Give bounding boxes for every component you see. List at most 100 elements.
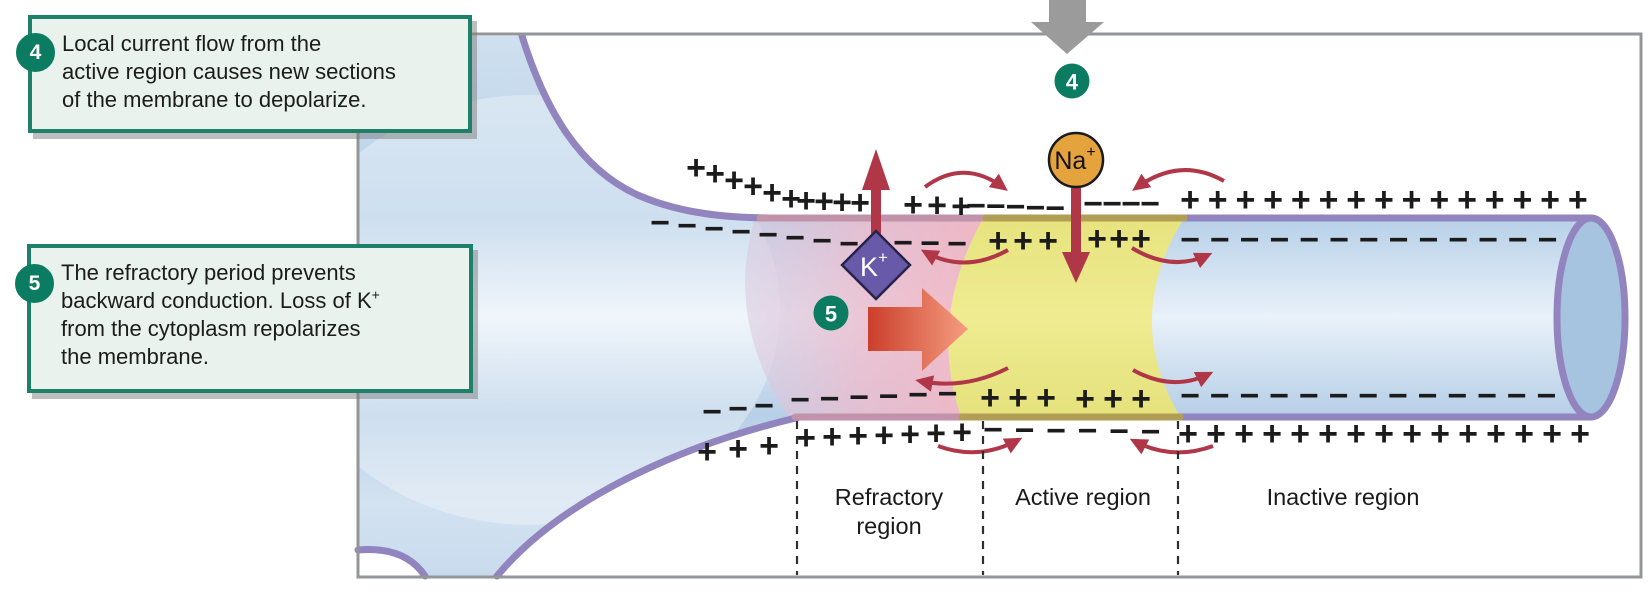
step-number-badges: 45: [813, 63, 1090, 331]
charge-sign-top-inner: −: [704, 210, 724, 248]
charge-sign-top-outer: +: [927, 187, 947, 225]
charge-sign-top-inner: −: [1478, 221, 1498, 259]
charge-sign-top-outer: +: [762, 174, 782, 212]
charge-sign-bottom-inner: +: [980, 379, 1000, 417]
active-region-label: Active region: [1015, 484, 1151, 510]
charge-sign-top-inner: +: [1087, 220, 1107, 258]
current-arrow-bottom-inner-right: [1132, 368, 1214, 388]
charge-sign-bottom-inner: −: [820, 380, 840, 418]
charge-sign-top-outer: +: [1512, 181, 1532, 219]
charge-sign-top-outer: +: [1457, 181, 1477, 219]
charge-sign-top-outer: −: [966, 187, 986, 225]
stimulus-arrow: [1031, 0, 1104, 54]
charge-sign-bottom-inner: +: [1036, 379, 1056, 417]
charge-sign-bottom-inner: −: [1447, 377, 1467, 415]
refractory-region-band: [745, 215, 985, 420]
charge-sign-bottom-inner: −: [1418, 377, 1438, 415]
charge-sign-top-outer: +: [686, 149, 706, 187]
charge-sign-top-outer: +: [1485, 181, 1505, 219]
charge-sign-top-outer: −: [1025, 189, 1045, 227]
charge-sign-bottom-outer: +: [1514, 415, 1534, 453]
charge-sign-bottom-outer: +: [1178, 415, 1198, 453]
charge-sign-top-outer: +: [814, 183, 834, 221]
current-arrow-bottom-inner-left: [915, 366, 1009, 392]
charge-sign-top-inner: −: [1269, 221, 1289, 259]
charge-sign-bottom-inner: +: [1008, 379, 1028, 417]
charge-sign-bottom-inner: −: [790, 381, 810, 419]
charge-sign-top-inner: −: [1329, 221, 1349, 259]
charge-sign-top-outer: +: [1568, 181, 1588, 219]
refractory-region-label: region: [856, 513, 921, 539]
charge-sign-bottom-outer: +: [1486, 415, 1506, 453]
charge-sign-top-inner: −: [947, 225, 967, 263]
charge-sign-bottom-outer: −: [983, 411, 1003, 449]
charge-sign-top-outer: +: [1540, 181, 1560, 219]
charge-sign-bottom-outer: +: [728, 430, 748, 468]
charge-sign-top-outer: +: [1319, 181, 1339, 219]
charge-sign-top-outer: +: [903, 186, 923, 224]
charge-sign-top-inner: −: [650, 204, 670, 242]
charge-sign-top-outer: +: [1374, 181, 1394, 219]
ion-symbols: Na+K+: [840, 131, 1105, 301]
charge-sign-bottom-inner: −: [879, 377, 899, 415]
charge-sign-top-outer: +: [1402, 181, 1422, 219]
current-arrow-top-outer-right: [1132, 168, 1225, 191]
charge-sign-top-outer: +: [1346, 181, 1366, 219]
charge-sign-top-outer: +: [850, 184, 870, 222]
charge-sign-bottom-inner: −: [1477, 377, 1497, 415]
charge-sign-top-outer: −: [986, 188, 1006, 226]
charge-sign-bottom-outer: +: [900, 415, 920, 453]
charge-sign-bottom-outer: −: [1109, 413, 1129, 451]
charge-sign-top-inner: +: [1013, 222, 1033, 260]
charge-sign-bottom-outer: +: [1570, 415, 1590, 453]
charge-sign-bottom-outer: +: [759, 427, 779, 465]
charge-sign-top-outer: +: [1263, 181, 1283, 219]
charge-sign-bottom-inner: −: [1507, 377, 1527, 415]
charge-sign-bottom-outer: +: [1374, 415, 1394, 453]
charge-sign-top-inner: −: [758, 216, 778, 254]
charge-sign-bottom-outer: +: [1262, 415, 1282, 453]
charge-sign-bottom-outer: −: [1046, 412, 1066, 450]
na-influx-arrow: [1062, 187, 1090, 283]
charge-sign-bottom-outer: +: [848, 417, 868, 455]
charge-sign-top-inner: −: [1538, 221, 1558, 259]
charge-sign-bottom-inner: −: [1210, 377, 1230, 415]
membrane-top-outline: [518, 32, 1595, 222]
charge-sign-bottom-outer: +: [1206, 415, 1226, 453]
charge-sign-bottom-outer: +: [1346, 415, 1366, 453]
charge-sign-top-inner: +: [1038, 222, 1058, 260]
charge-sign-bottom-outer: +: [1290, 415, 1310, 453]
charge-sign-top-inner: −: [1299, 221, 1319, 259]
step-badge-number: 4: [1066, 70, 1079, 95]
charge-sign-top-outer: +: [832, 183, 852, 221]
charge-sign-bottom-outer: +: [1542, 415, 1562, 453]
charge-sign-bottom-inner: +: [1131, 380, 1151, 418]
charge-sign-bottom-inner: −: [1299, 377, 1319, 415]
charge-sign-bottom-inner: +: [1103, 380, 1123, 418]
local-current-arrows: [915, 168, 1225, 455]
charge-sign-top-outer: +: [1208, 181, 1228, 219]
charge-sign-bottom-outer: −: [1015, 411, 1035, 449]
charge-sign-bottom-outer: +: [1458, 415, 1478, 453]
charge-sign-top-inner: −: [1210, 221, 1230, 259]
charge-sign-top-inner: −: [1508, 221, 1528, 259]
current-arrow-bottom-outer-right: [1129, 438, 1214, 455]
charge-sign-top-outer: +: [1291, 181, 1311, 219]
charge-sign-bottom-inner: −: [1536, 377, 1556, 415]
charge-sign-top-outer: +: [705, 155, 725, 193]
charge-sign-bottom-outer: +: [1318, 415, 1338, 453]
charge-sign-top-outer: +: [743, 168, 763, 206]
charge-sign-bottom-inner: −: [728, 390, 748, 428]
charge-sign-bottom-outer: −: [1078, 412, 1098, 450]
charge-sign-top-outer: −: [1121, 185, 1141, 223]
charge-sign-top-outer: +: [724, 161, 744, 199]
charge-sign-top-inner: −: [1359, 221, 1379, 259]
charge-sign-bottom-outer: +: [952, 414, 972, 452]
charge-sign-top-outer: +: [1235, 181, 1255, 219]
charge-sign-top-outer: −: [1102, 185, 1122, 223]
charge-sign-top-inner: −: [677, 207, 697, 245]
charge-sign-bottom-inner: −: [754, 387, 774, 425]
charge-sign-bottom-outer: +: [1234, 415, 1254, 453]
